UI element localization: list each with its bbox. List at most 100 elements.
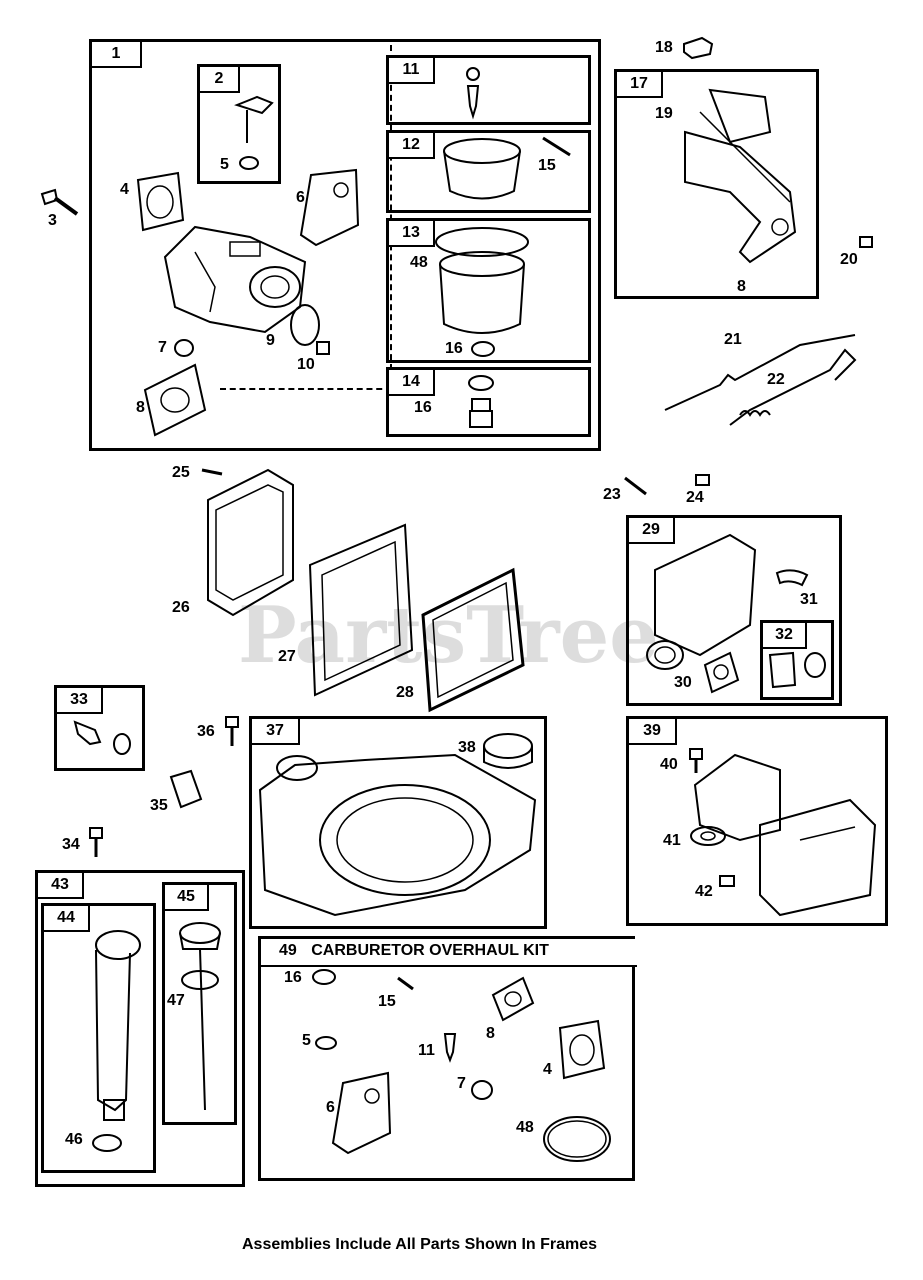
label-24: 24 <box>686 489 704 506</box>
frame-44: 44 <box>41 903 156 1173</box>
label-18: 18 <box>655 39 673 56</box>
pin-15-drawing <box>540 135 575 160</box>
dipstick-45-drawing <box>175 915 230 1115</box>
screw-24-drawing <box>692 472 714 494</box>
frame-39: 39 <box>626 716 888 926</box>
gasket-30-drawing <box>700 650 742 695</box>
breather-32-drawing <box>765 645 830 693</box>
frame-49-number: 49 <box>279 942 297 959</box>
screw-23-drawing <box>622 474 650 498</box>
choke-lever-2-drawing <box>232 85 277 150</box>
label-26: 26 <box>172 599 190 616</box>
screw-34-drawing <box>86 825 106 861</box>
kit-label-16: 16 <box>284 969 302 986</box>
gasket-4-drawing <box>128 170 186 235</box>
label-8b: 8 <box>737 278 746 295</box>
label-9: 9 <box>266 332 275 349</box>
screw-25-drawing <box>198 462 224 480</box>
label-36: 36 <box>197 723 215 740</box>
kit-label-8: 8 <box>486 1025 495 1042</box>
frame-45-tag: 45 <box>165 885 209 911</box>
bolt-3-drawing <box>37 186 82 221</box>
plug-7-drawing <box>173 337 195 359</box>
label-6: 6 <box>296 189 305 206</box>
frame-12: 12 <box>386 130 591 213</box>
frame-44-tag: 44 <box>44 906 90 932</box>
washer-16-drawing <box>470 340 496 358</box>
label-34: 34 <box>62 836 80 853</box>
links-21-22-drawing <box>660 330 860 435</box>
frame-43-tag: 43 <box>38 873 84 899</box>
frame-1: 1 <box>89 39 601 451</box>
bowl-nut-14-drawing <box>462 375 500 431</box>
kit-insulator-6-drawing <box>328 1068 398 1158</box>
label-35: 35 <box>150 797 168 814</box>
muffler-39-drawing <box>680 745 880 920</box>
label-8: 8 <box>136 399 145 416</box>
float-12-drawing <box>440 136 525 206</box>
label-20: 20 <box>840 251 858 268</box>
label-5: 5 <box>220 156 229 173</box>
frame-37-tag: 37 <box>252 719 300 745</box>
label-10: 10 <box>297 356 315 373</box>
frame-2-tag: 2 <box>200 67 240 93</box>
screw-20-drawing <box>855 233 877 253</box>
frame-33: 33 <box>54 685 145 771</box>
label-7: 7 <box>158 339 167 356</box>
frame-49: 49 CARBURETOR OVERHAUL KIT <box>258 936 637 1181</box>
frame-33-tag: 33 <box>57 688 103 714</box>
kit-pin-15-drawing <box>395 975 417 993</box>
frame-43: 43 <box>35 870 245 1187</box>
label-28: 28 <box>396 684 414 701</box>
frame-11-tag: 11 <box>389 58 435 84</box>
drain-plug-33-drawing <box>70 714 138 759</box>
label-22: 22 <box>767 371 785 388</box>
air-cleaner-base-26-drawing <box>198 460 303 625</box>
label-25: 25 <box>172 464 190 481</box>
intake-elbow-29-drawing <box>640 525 765 685</box>
frame-45: 45 <box>162 882 237 1125</box>
oil-fill-tube-44-drawing <box>70 925 145 1130</box>
label-19: 19 <box>655 105 673 122</box>
label-46: 46 <box>65 1131 83 1148</box>
kit-washer-16-drawing <box>310 968 338 986</box>
label-42: 42 <box>695 883 713 900</box>
float-bowl-13-drawing <box>430 224 535 339</box>
gasket-41-drawing <box>688 824 728 848</box>
kit-label-5: 5 <box>302 1032 311 1049</box>
label-41: 41 <box>663 832 681 849</box>
label-47: 47 <box>167 992 185 1009</box>
prefilter-28-drawing <box>418 565 528 715</box>
kit-label-4: 4 <box>543 1061 552 1078</box>
kit-needle-11-drawing <box>440 1024 460 1064</box>
filter-27-drawing <box>300 520 418 700</box>
frame-32-tag: 32 <box>763 623 807 649</box>
gasket-8-drawing <box>135 360 215 440</box>
frame-49-header: 49 CARBURETOR OVERHAUL KIT <box>261 939 637 967</box>
bushing-35-drawing <box>163 767 208 812</box>
kit-o-ring-48-drawing <box>540 1112 615 1167</box>
kit-plug-7-drawing <box>470 1078 494 1102</box>
label-4: 4 <box>120 181 129 198</box>
frame-32: 32 <box>760 620 834 700</box>
frame-29: 29 <box>626 515 842 706</box>
frame-14-tag: 14 <box>389 370 435 396</box>
frame-11: 11 <box>386 55 591 125</box>
label-38: 38 <box>458 739 476 756</box>
frame-14: 14 <box>386 367 591 437</box>
insulator-6-drawing <box>296 165 366 250</box>
footer-caption: Assemblies Include All Parts Shown In Fr… <box>242 1236 598 1253</box>
frame-37: 37 <box>249 716 547 929</box>
diaphragm-9-drawing <box>285 300 325 350</box>
frame-1-tag: 1 <box>92 42 142 68</box>
label-16: 16 <box>445 340 463 357</box>
label-23: 23 <box>603 486 621 503</box>
cap-18-drawing <box>680 34 716 60</box>
screw-40-drawing <box>686 746 706 776</box>
frame-13: 13 <box>386 218 591 363</box>
label-21: 21 <box>724 331 742 348</box>
kit-gasket-4-drawing <box>550 1018 608 1083</box>
kit-label-15: 15 <box>378 993 396 1010</box>
label-3: 3 <box>48 212 57 229</box>
